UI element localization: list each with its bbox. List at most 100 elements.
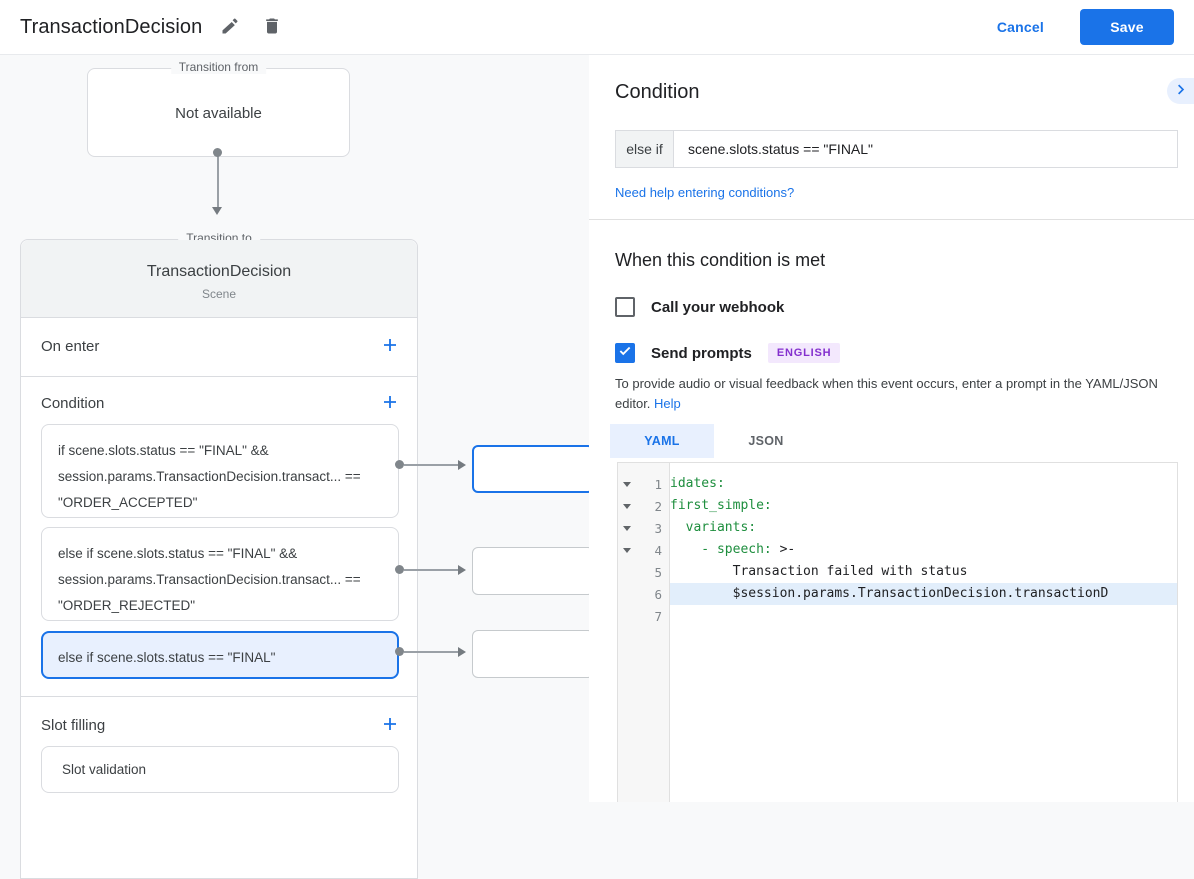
when-met-title: When this condition is met — [615, 250, 826, 270]
yaml-value: $session.params.TransactionDecision.tran… — [670, 586, 1109, 601]
yaml-key: idates: — [670, 476, 725, 491]
condition-item-order-accepted[interactable]: if scene.slots.status == "FINAL" && sess… — [41, 424, 399, 518]
connector-dot — [395, 460, 404, 469]
arrow-right-icon — [458, 565, 466, 575]
gutter-row: 7 — [618, 605, 669, 627]
condition-expression-input[interactable] — [674, 131, 1177, 167]
scene-type: Scene — [201, 287, 237, 301]
yaml-value: >- — [771, 542, 796, 557]
condition-section-label: Condition — [41, 395, 105, 412]
condition-item-final-selected[interactable]: else if scene.slots.status == "FINAL" — [41, 631, 399, 679]
prompt-description: To provide audio or visual feedback when… — [615, 374, 1171, 414]
gutter-row: 1 — [618, 473, 669, 495]
section-divider — [21, 376, 417, 377]
send-prompts-label: Send prompts — [651, 344, 752, 362]
gutter-row: 6 — [618, 583, 669, 605]
condition-prefix: else if — [616, 131, 674, 167]
transition-target-box[interactable] — [472, 547, 594, 595]
line-number: 5 — [654, 564, 662, 580]
checkmark-icon — [618, 344, 632, 363]
line-number: 6 — [654, 586, 662, 602]
transition-from-box: Transition from Not available — [87, 60, 350, 157]
arrow-right-icon — [458, 647, 466, 657]
edit-title-button[interactable] — [216, 12, 244, 43]
save-button[interactable]: Save — [1080, 9, 1174, 45]
transition-target-box[interactable] — [472, 630, 594, 678]
fold-arrow-icon — [623, 525, 631, 531]
fold-arrow-icon — [623, 547, 631, 553]
fold-toggle[interactable] — [618, 547, 636, 553]
collapse-panel-button[interactable] — [1167, 78, 1194, 104]
fold-arrow-icon — [623, 481, 631, 487]
when-condition-met-section: When this condition is met Call your web… — [589, 220, 1194, 802]
send-prompts-row: Send prompts ENGLISH — [615, 343, 1178, 363]
tab-json[interactable]: JSON — [714, 424, 818, 458]
panel-title: Condition — [615, 81, 700, 103]
editor-gutter: 1 2 3 4 5 6 7 — [618, 463, 670, 802]
scene-name: TransactionDecision — [146, 263, 292, 280]
code-line: first_simple: — [670, 495, 1177, 517]
trash-icon — [262, 16, 282, 39]
code-line: variants: — [670, 517, 1177, 539]
editor-code-area[interactable]: idates: first_simple: variants: - speech… — [670, 463, 1177, 802]
scene-header: TransactionDecision Scene — [21, 240, 417, 318]
condition-editor-panel: Condition else if Need help entering con… — [589, 55, 1194, 802]
add-slot-button[interactable] — [379, 714, 401, 736]
add-on-enter-button[interactable] — [379, 335, 401, 357]
slot-filling-label: Slot filling — [41, 717, 106, 734]
yaml-code-editor[interactable]: 1 2 3 4 5 6 7 idates: first_simple: vari… — [617, 462, 1178, 802]
connector-line — [217, 156, 219, 207]
yaml-key: variants: — [670, 520, 757, 535]
connector-dot — [395, 565, 404, 574]
yaml-key: first_simple: — [670, 498, 772, 513]
plus-icon — [382, 337, 398, 356]
editor-tabs: YAML JSON — [610, 424, 1178, 458]
language-badge: ENGLISH — [767, 343, 841, 363]
condition-item-order-rejected[interactable]: else if scene.slots.status == "FINAL" &&… — [41, 527, 399, 621]
cancel-button[interactable]: Cancel — [996, 19, 1044, 35]
chevron-right-icon — [1173, 82, 1188, 100]
gutter-row: 3 — [618, 517, 669, 539]
line-number: 7 — [654, 608, 662, 624]
connector-line — [404, 464, 458, 466]
add-condition-button[interactable] — [379, 392, 401, 414]
description-text: To provide audio or visual feedback when… — [615, 376, 1158, 411]
code-line: Transaction failed with status — [670, 561, 1177, 583]
gutter-row: 2 — [618, 495, 669, 517]
fold-arrow-icon — [623, 503, 631, 509]
on-enter-label: On enter — [41, 338, 100, 355]
connector-dot — [213, 148, 222, 157]
fold-toggle[interactable] — [618, 503, 636, 509]
top-bar: TransactionDecision Cancel Save — [0, 0, 1194, 55]
webhook-checkbox[interactable] — [615, 297, 635, 317]
fold-toggle[interactable] — [618, 525, 636, 531]
code-line: - speech: >- — [670, 539, 1177, 561]
condition-section: Condition else if Need help entering con… — [589, 55, 1194, 220]
code-line — [670, 605, 1177, 627]
page-title: TransactionDecision — [20, 15, 203, 38]
code-line-highlighted: $session.params.TransactionDecision.tran… — [670, 583, 1177, 605]
send-prompts-checkbox[interactable] — [615, 343, 635, 363]
condition-help-link[interactable]: Need help entering conditions? — [615, 185, 795, 200]
plus-icon — [382, 394, 398, 413]
arrow-right-icon — [458, 460, 466, 470]
transition-to-card: Transition to TransactionDecision Scene … — [20, 231, 418, 879]
delete-scene-button[interactable] — [258, 12, 286, 43]
section-divider — [21, 696, 417, 697]
slot-validation-item[interactable]: Slot validation — [41, 746, 399, 793]
connector-line — [404, 569, 458, 571]
fold-toggle[interactable] — [618, 481, 636, 487]
yaml-key: - speech: — [670, 542, 772, 557]
line-number: 4 — [654, 542, 662, 558]
condition-expression-row: else if — [615, 130, 1178, 168]
transition-target-box[interactable] — [472, 445, 594, 493]
help-link[interactable]: Help — [654, 396, 681, 411]
webhook-label: Call your webhook — [651, 298, 785, 316]
webhook-row: Call your webhook — [615, 297, 1178, 317]
line-number: 1 — [654, 476, 662, 492]
connector-dot — [395, 647, 404, 656]
transition-from-value: Not available — [175, 105, 262, 122]
arrow-down-icon — [212, 207, 222, 215]
tab-yaml[interactable]: YAML — [610, 424, 714, 458]
connector-line — [404, 651, 458, 653]
